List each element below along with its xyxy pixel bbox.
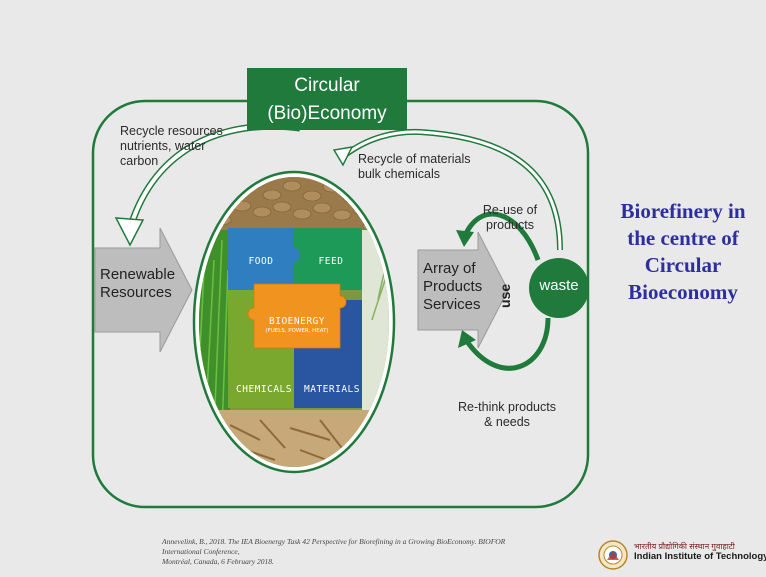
food-label: FOOD	[248, 256, 274, 267]
use-label: use	[497, 283, 513, 308]
renewable-line: Renewable	[100, 266, 176, 283]
puzzle-bioenergy	[247, 283, 347, 349]
side-title-line: the centre of	[627, 226, 739, 250]
array-products-arrow	[417, 231, 509, 349]
puzzle	[228, 228, 362, 408]
bioenergy-label: BIOENERGY	[269, 316, 325, 327]
array-line: Services	[423, 296, 481, 313]
puzzle-chemicals	[228, 352, 294, 408]
title-line1: Circular	[294, 75, 360, 96]
citation-line: Annevelink, B., 2018. The IEA Bioenergy …	[162, 537, 506, 556]
iitg-name: Indian Institute of Technology Guwahati	[634, 551, 766, 562]
reuse-line: products	[486, 218, 534, 232]
recycle-materials-line: bulk chemicals	[358, 167, 440, 181]
waste-circle	[529, 258, 589, 318]
chemicals-label: CHEMICALS	[236, 384, 292, 395]
feed-label: FEED	[318, 256, 344, 267]
waste-label: waste	[539, 277, 579, 294]
renewable-resources-arrow	[94, 227, 193, 353]
rethink-label: Re-think products & needs	[448, 400, 566, 430]
reuse-arrow	[461, 211, 541, 261]
recycle-resources-line: carbon	[120, 154, 159, 168]
title-line2: (Bio)Economy	[267, 103, 387, 124]
materials-label: MATERIALS	[304, 384, 360, 395]
puzzle-feed	[294, 228, 362, 290]
recycle-resources-line: nutrients, water	[120, 139, 206, 153]
renewable-line: Resources	[100, 284, 172, 301]
reuse-line: Re-use of	[482, 203, 538, 217]
rethink-line: & needs	[484, 415, 530, 429]
citation-line: Montréal, Canada, 6 February 2018.	[162, 557, 274, 566]
reuse-label: Re-use of products	[470, 203, 550, 233]
side-title-line: Bioeconomy	[628, 280, 738, 304]
recycle-materials-label: Recycle of materials bulk chemicals	[358, 152, 471, 182]
bioenergy-sub-label: (FUELS, POWER, HEAT)	[265, 328, 329, 334]
iitg-logo-icon	[598, 540, 628, 570]
side-title-line: Biorefinery in	[620, 199, 746, 223]
side-title: Biorefinery in the centre of Circular Bi…	[603, 198, 763, 306]
rethink-line: Re-think products	[458, 400, 556, 414]
diagram-title: Circular (Bio)Economy	[247, 68, 407, 130]
rethink-arrow	[463, 317, 551, 371]
side-title-line: Circular	[644, 253, 722, 277]
recycle-materials-line: Recycle of materials	[358, 152, 471, 166]
puzzle-food	[228, 228, 300, 290]
array-products-label: Array of Products Services	[423, 260, 482, 314]
array-line: Products	[423, 278, 483, 295]
recycle-resources-label: Recycle resources nutrients, water carbo…	[120, 124, 223, 169]
iitg-hindi-name: भारतीय प्रौद्योगिकी संस्थान गुवाहाटी	[634, 542, 735, 551]
recycle-resources-line: Recycle resources	[120, 124, 223, 138]
array-line: Array of	[423, 260, 476, 277]
citation: Annevelink, B., 2018. The IEA Bioenergy …	[162, 537, 542, 567]
renewable-resources-label: Renewable Resources	[100, 266, 175, 302]
